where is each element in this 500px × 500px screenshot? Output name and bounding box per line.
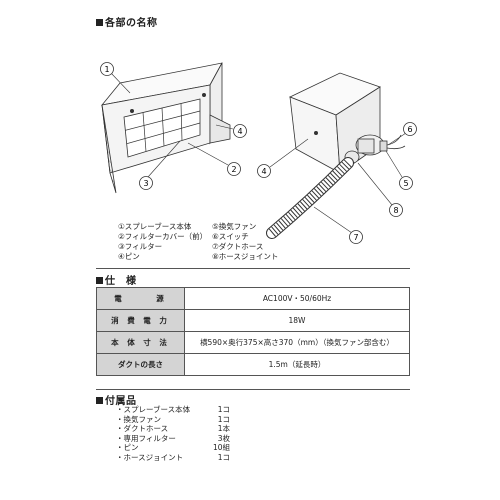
callout-4-right: 4 (257, 164, 271, 178)
callout-5: 5 (399, 176, 413, 190)
svg-text:8: 8 (393, 206, 398, 215)
callout-7: 7 (349, 230, 363, 244)
accessory-item: ・専用フィルター 3枚 (116, 434, 230, 444)
parts-list-right: ⑤換気ファン ⑥スイッチ ⑦ダクトホース ⑧ホースジョイント (212, 222, 278, 262)
parts-list-item: ①スプレーブース本体 (118, 222, 192, 231)
svg-text:3: 3 (143, 179, 148, 188)
booth-diagram: 1 2 3 4 4 5 6 7 (100, 62, 417, 244)
spec-row: 消 費 電 力 18W (96, 309, 410, 332)
accessories-list: ・スプレーブース本体 1コ ・換気ファン 1コ ・ダクトホース 1本 ・専用フィ… (116, 405, 230, 463)
accessory-qty: 1本 (217, 424, 230, 434)
spec-section-title: 仕 様 (105, 276, 137, 287)
accessory-qty: 10組 (212, 443, 230, 453)
svg-text:1: 1 (104, 65, 109, 74)
accessory-name: ・スプレーブース本体 (116, 405, 191, 414)
spec-value: 18W (184, 309, 410, 332)
square-bullet-icon (96, 19, 103, 26)
accessory-name: ・ホースジョイント (116, 452, 184, 462)
accessory-item: ・ホースジョイント 1コ (116, 453, 230, 463)
square-bullet-icon (96, 277, 103, 284)
parts-section-title: 各部の名称 (105, 18, 158, 29)
accessory-name: ・ダクトホース (116, 424, 169, 434)
accessory-item: ・ダクトホース 1本 (116, 424, 230, 434)
accessory-name: ・専用フィルター (116, 433, 176, 443)
callout-4-left: 4 (233, 124, 247, 138)
callout-8: 8 (389, 203, 403, 217)
spec-value: 1.5m（延長時） (184, 353, 410, 376)
duct-hose (266, 157, 354, 239)
parts-list-item: ⑤換気ファン (212, 222, 257, 231)
spec-row: ダクトの長さ 1.5m（延長時） (96, 353, 410, 376)
svg-text:7: 7 (353, 233, 358, 242)
parts-list-item: ②フィルターカバー（前） (118, 232, 208, 241)
accessories-section-heading: 付属品 (96, 392, 137, 407)
spec-section-heading: 仕 様 (96, 272, 137, 287)
parts-list-item: ⑥スイッチ (212, 232, 249, 241)
svg-text:5: 5 (403, 179, 408, 188)
spec-label: ダクトの長さ (96, 353, 185, 376)
spec-label: 電 源 (96, 287, 185, 310)
callout-3: 3 (139, 176, 153, 190)
spec-label: 消 費 電 力 (96, 309, 185, 332)
spec-value: AC100V・50/60Hz (184, 287, 410, 310)
booth-rear-view (288, 72, 406, 174)
spec-value: 横590×奥行375×高さ370（mm）（換気ファン部含む） (184, 331, 410, 354)
callout-1: 1 (100, 62, 114, 76)
section-divider (96, 268, 410, 269)
accessory-qty: 1コ (217, 414, 230, 424)
spec-row: 本 体 寸 法 横590×奥行375×高さ370（mm）（換気ファン部含む） (96, 331, 410, 354)
spec-label: 本 体 寸 法 (96, 331, 185, 354)
accessory-name: ・換気ファン (116, 414, 161, 424)
svg-text:4: 4 (261, 167, 266, 176)
section-divider (96, 389, 410, 390)
parts-list-left: ①スプレーブース本体 ②フィルターカバー（前） ③フィルター ④ピン (118, 222, 207, 262)
booth-front-view (100, 62, 231, 194)
square-bullet-icon (96, 397, 103, 404)
svg-text:4: 4 (237, 127, 242, 136)
accessory-item: ・スプレーブース本体 1コ (116, 405, 230, 415)
callout-2: 2 (227, 162, 241, 176)
parts-section-heading: 各部の名称 (96, 14, 158, 29)
accessory-qty: 1コ (217, 452, 230, 462)
svg-text:6: 6 (407, 125, 412, 134)
accessory-name: ・ピン (116, 443, 139, 453)
parts-list-item: ⑧ホースジョイント (212, 252, 279, 261)
callout-6: 6 (403, 122, 417, 136)
accessories-section-title: 付属品 (105, 396, 137, 407)
svg-text:2: 2 (231, 165, 236, 174)
accessory-qty: 1コ (217, 405, 230, 414)
accessory-qty: 3枚 (217, 433, 230, 443)
spec-table: 電 源 AC100V・50/60Hz 消 費 電 力 18W 本 体 寸 法 横… (96, 287, 410, 376)
spec-row: 電 源 AC100V・50/60Hz (96, 287, 410, 310)
parts-list-item: ③フィルター (118, 242, 163, 251)
parts-list-item: ⑦ダクトホース (212, 242, 264, 251)
parts-list-item: ④ピン (118, 252, 140, 261)
accessory-item: ・換気ファン 1コ (116, 415, 230, 425)
accessory-item: ・ピン 10組 (116, 443, 230, 453)
